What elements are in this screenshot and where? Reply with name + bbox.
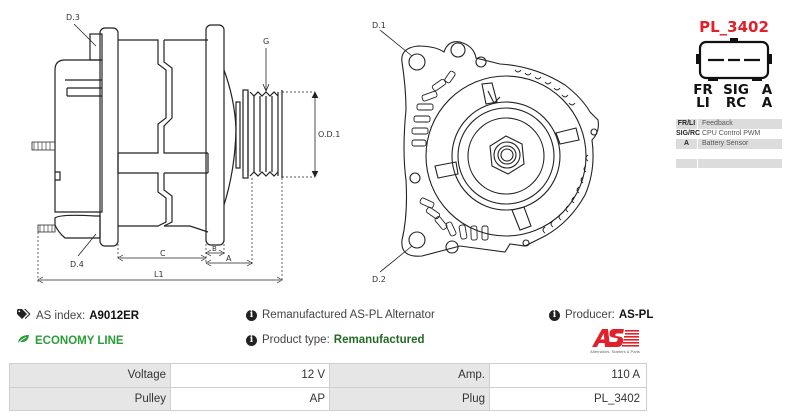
front-frame [205,24,225,246]
label-od1: O.D.1 [318,130,340,139]
legend-row: FR/LI Feedback [676,119,782,129]
leaf-icon [17,334,30,347]
info-icon: i [246,334,257,346]
producer-info: i Producer: AS-PL [549,309,653,321]
spec-label: Plug [329,388,489,410]
specs-table: Voltage 12 V Amp. 110 A Pulley AP Plug P… [9,363,647,411]
pin-label: FR [693,82,713,98]
pin-legend: FR/LI Feedback SIG/RC CPU Control PWM A … [676,119,782,169]
as-index-label: AS index: [36,310,86,322]
spec-label: Pulley [10,388,170,410]
alternator-side-view-drawing: D.3 G O.D.1 D.4 C B A L1 [30,0,350,290]
economy-line-badge: ECONOMY LINE [17,334,124,347]
plug-title: PL_3402 [699,18,769,36]
spec-label: Voltage [10,364,170,387]
label-c: C [160,249,166,258]
label-d3: D.3 [66,13,80,22]
fan-outer [425,75,587,237]
pin-label: SIG [723,82,749,98]
legend-key: A [676,139,697,149]
legend-value: CPU Control PWM [702,130,761,137]
as-pl-logo: Alternators, Starters & Parts [578,327,652,357]
spec-value: 110 A [489,364,646,387]
pulley [242,89,283,179]
economy-line-label: ECONOMY LINE [35,334,124,347]
pin-labels-row1: FR SIG A [672,82,796,98]
legend-value-empty [698,158,782,168]
label-d1: D.1 [372,21,386,30]
table-row: Pulley AP Plug PL_3402 [10,387,646,410]
description-info: i Remanufactured AS-PL Alternator [246,309,435,321]
as-index-value: A9012ER [89,310,140,322]
label-l1: L1 [154,270,164,279]
label-g: G [263,37,269,46]
spec-value: PL_3402 [489,388,646,410]
legend-key-empty [676,158,697,168]
spec-value: 12 V [170,364,329,387]
alternator-front-view-drawing: D.1 D.2 [360,0,620,290]
as-index-info: AS index: A9012ER [17,309,139,323]
rear-cover [54,59,103,213]
label-b: B [212,245,217,253]
as-logo-mark [592,329,639,347]
pin-label: RC [725,95,747,111]
label-a: A [226,254,232,263]
legend-row: A Battery Sensor [676,139,782,149]
product-type-label: Product type: [262,334,330,346]
table-row: Voltage 12 V Amp. 110 A [10,364,646,387]
legend-key: SIG/RC [676,130,701,137]
vent-slots [411,69,589,241]
product-type-value: Remanufactured [333,334,425,346]
legend-value: Battery Sensor [698,139,782,149]
legend-key: FR/LI [676,119,697,129]
producer-value: AS-PL [618,309,654,321]
label-d2: D.2 [372,275,386,284]
spec-value: AP [170,388,329,410]
legend-value: Feedback [698,119,782,129]
plug-connector-icon [696,38,772,81]
pin-label: A [761,82,773,98]
legend-row-empty [676,158,782,168]
logo-tagline: Alternators, Starters & Parts [590,349,640,354]
pin-label: A [761,95,773,111]
info-icon: i [549,309,560,321]
legend-row: SIG/RC CPU Control PWM [676,129,782,139]
plug-panel: PL_3402 FR SIG A LI RC A [672,8,796,173]
rear-frame [99,27,119,247]
pin-labels-row2: LI RC A [672,95,796,111]
spec-label: Amp. [329,364,489,387]
info-icon: i [246,309,257,321]
hex-nut [489,135,525,175]
producer-label: Producer: [565,309,615,321]
tags-icon [17,309,31,323]
label-d4: D.4 [70,260,84,269]
pin-label: LI [696,95,710,111]
product-description: Remanufactured AS-PL Alternator [262,309,435,321]
product-type-info: i Product type: Remanufactured [246,334,425,346]
